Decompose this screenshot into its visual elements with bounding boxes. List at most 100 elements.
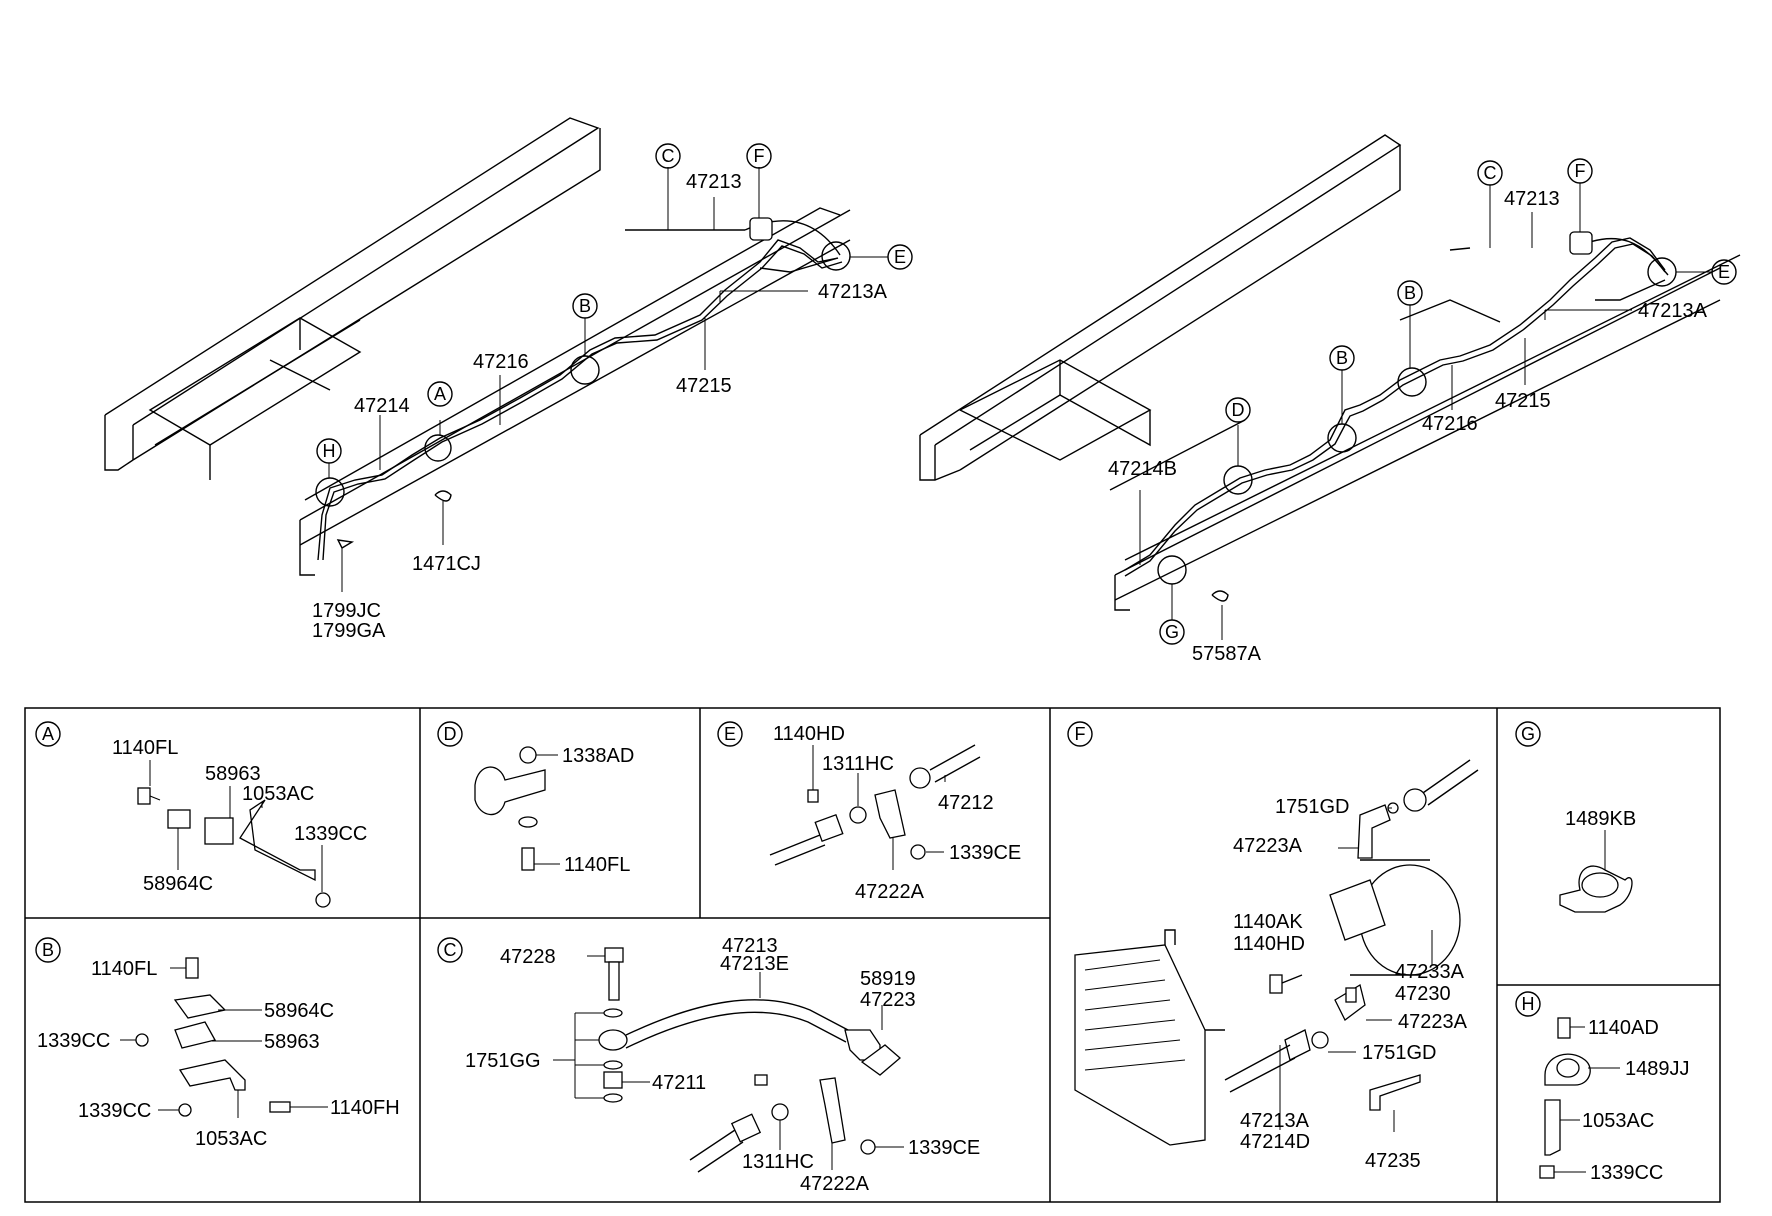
- right-labels: 47213 47213A 47215 47216 47214B 57587A: [1108, 188, 1708, 665]
- panel-d-nut-1338ad: [519, 746, 537, 764]
- panel-f-label-47235: 47235: [1365, 1150, 1421, 1172]
- panel-f-label-1751gd-lower: 1751GD: [1362, 1042, 1437, 1064]
- panel-a-clip-58963: [204, 817, 234, 845]
- left-clip-a-marker: [424, 434, 452, 462]
- panel-e-label-47212: 47212: [938, 792, 994, 814]
- left-label-1799jc: 1799JC: [312, 600, 381, 622]
- panel-e-nut-1339ce: [910, 844, 926, 860]
- panel-e-bolt-1140hd: [807, 789, 819, 803]
- panel-f-label-47233a: 47233A: [1395, 961, 1465, 983]
- detail-grid: [24, 707, 1721, 1203]
- right-clip-f-part: [1569, 231, 1593, 255]
- panel-a-label-1339cc: 1339CC: [294, 823, 367, 845]
- panel-b-clip-58964c: [173, 994, 227, 1019]
- panel-e-flare-nut: [814, 814, 844, 842]
- right-label-47216: 47216: [1422, 413, 1478, 435]
- panel-e-hose-47212: [929, 744, 981, 783]
- panel-c-bolt-shank-47228: [608, 961, 620, 1001]
- panel-c-bolt-head-47228: [604, 947, 624, 963]
- left-callout-b: B: [579, 296, 591, 316]
- panel-c-label-1311hc: 1311HC: [742, 1151, 814, 1173]
- panel-h-bracket-1053ac: [1544, 1099, 1561, 1156]
- panel-b-label-58963: 58963: [264, 1031, 320, 1053]
- panel-f-cooler: [1074, 944, 1206, 1146]
- panel-e-label-47222a: 47222A: [855, 881, 925, 903]
- panel-b-label-58964c: 58964C: [264, 1000, 334, 1022]
- right-callout-c: C: [1484, 163, 1497, 183]
- panel-h-label-1489jj: 1489JJ: [1625, 1058, 1690, 1080]
- left-leaders: [328, 167, 888, 592]
- panel-d: D 1338AD 1140FL: [437, 721, 634, 876]
- panel-a-letter: A: [42, 724, 54, 744]
- left-labels: 47213 47213A 47216 47215 47214 1471CJ 17…: [312, 171, 888, 642]
- panel-a-label-58963: 58963: [205, 763, 261, 785]
- panel-g-clip-ring: [1581, 872, 1619, 898]
- panel-c-gasket-1311hc: [771, 1103, 789, 1121]
- right-callout-b-upper: B: [1404, 283, 1416, 303]
- panel-g-letter: G: [1521, 724, 1535, 744]
- panel-f-bolt-shank: [1281, 974, 1303, 984]
- right-label-47214b: 47214B: [1108, 458, 1177, 480]
- panel-c-washer-1: [603, 1008, 623, 1018]
- left-label-47214: 47214: [354, 395, 410, 417]
- panel-h-letter: H: [1522, 994, 1535, 1014]
- panel-e-label-1339ce: 1339CE: [949, 842, 1021, 864]
- right-label-47213: 47213: [1504, 188, 1560, 210]
- panel-h: H 1140AD 1489JJ 1053AC 1339CC: [1515, 991, 1690, 1184]
- panel-h-label-1053ac: 1053AC: [1582, 1110, 1654, 1132]
- left-label-47213a: 47213A: [818, 281, 888, 303]
- panel-b-label-1339cc-upper: 1339CC: [37, 1030, 110, 1052]
- panel-c-label-1751gg: 1751GG: [465, 1050, 541, 1072]
- panel-c-label-47213e: 47213E: [720, 953, 789, 975]
- panel-e-bracket-47222a: [874, 789, 906, 839]
- panel-c-label-47211: 47211: [652, 1072, 706, 1094]
- panel-c-banjo: [598, 1029, 628, 1051]
- panel-d-clamp: [474, 766, 546, 816]
- panel-g: G 1489KB: [1515, 721, 1636, 913]
- panel-f-oring-lower: [1311, 1031, 1329, 1049]
- panel-e-pipe-left: [769, 834, 826, 866]
- panel-b-label-1140fl: 1140FL: [91, 958, 157, 980]
- left-clip-e-marker: [821, 241, 851, 271]
- right-callout-g: G: [1165, 622, 1179, 642]
- panel-c-label-1339ce: 1339CE: [908, 1137, 980, 1159]
- left-callout-f: F: [754, 146, 765, 166]
- left-callouts: C F E B A H: [316, 143, 913, 464]
- right-leaders: [1139, 183, 1712, 640]
- panel-f-fitting-lower: [1284, 1029, 1311, 1061]
- panel-c-label-58919: 58919: [860, 968, 916, 990]
- panel-f-label-47230: 47230: [1395, 983, 1451, 1005]
- panel-e-gasket-1311hc: [849, 806, 867, 824]
- panel-c-washer-2: [603, 1060, 623, 1070]
- panel-c-label-47228: 47228: [500, 946, 556, 968]
- panel-c-letter: C: [444, 940, 457, 960]
- panel-f-elbow-47223a-upper: [1357, 804, 1391, 859]
- panel-f-label-47223a-lower: 47223A: [1398, 1011, 1468, 1033]
- panel-f-elbow-stub: [1345, 987, 1357, 1003]
- panel-d-letter: D: [444, 724, 457, 744]
- panel-c-washer-3: [603, 1093, 623, 1103]
- panel-d-label-1338ad: 1338AD: [562, 745, 634, 767]
- left-label-47213: 47213: [686, 171, 742, 193]
- panel-f-label-47214d: 47214D: [1240, 1131, 1310, 1153]
- panel-e-label-1140hd: 1140HD: [773, 723, 845, 745]
- panel-a-bracket-1053ac: [239, 799, 316, 882]
- panel-c-nut-1339ce: [860, 1139, 876, 1155]
- panel-b-bolt-1140fl: [185, 957, 199, 979]
- left-frame: [104, 117, 851, 576]
- left-callout-h: H: [323, 441, 336, 461]
- panel-h-label-1339cc: 1339CC: [1590, 1162, 1663, 1184]
- panel-b-clip-58963: [174, 1021, 216, 1049]
- left-label-47216: 47216: [473, 351, 529, 373]
- panel-c-spacer-47211: [603, 1071, 623, 1089]
- panel-c-hose-47213: [625, 999, 849, 1049]
- panel-f-letter: F: [1075, 724, 1086, 744]
- right-callout-f: F: [1575, 161, 1586, 181]
- panel-c: C 47228 47213 47213E 58919 47223: [437, 935, 980, 1195]
- panel-b-label-1140fh: 1140FH: [330, 1097, 400, 1119]
- right-clip-b1-marker: [1327, 423, 1357, 453]
- right-clip-g-marker: [1157, 555, 1187, 585]
- right-clip-57587a: [1211, 590, 1229, 602]
